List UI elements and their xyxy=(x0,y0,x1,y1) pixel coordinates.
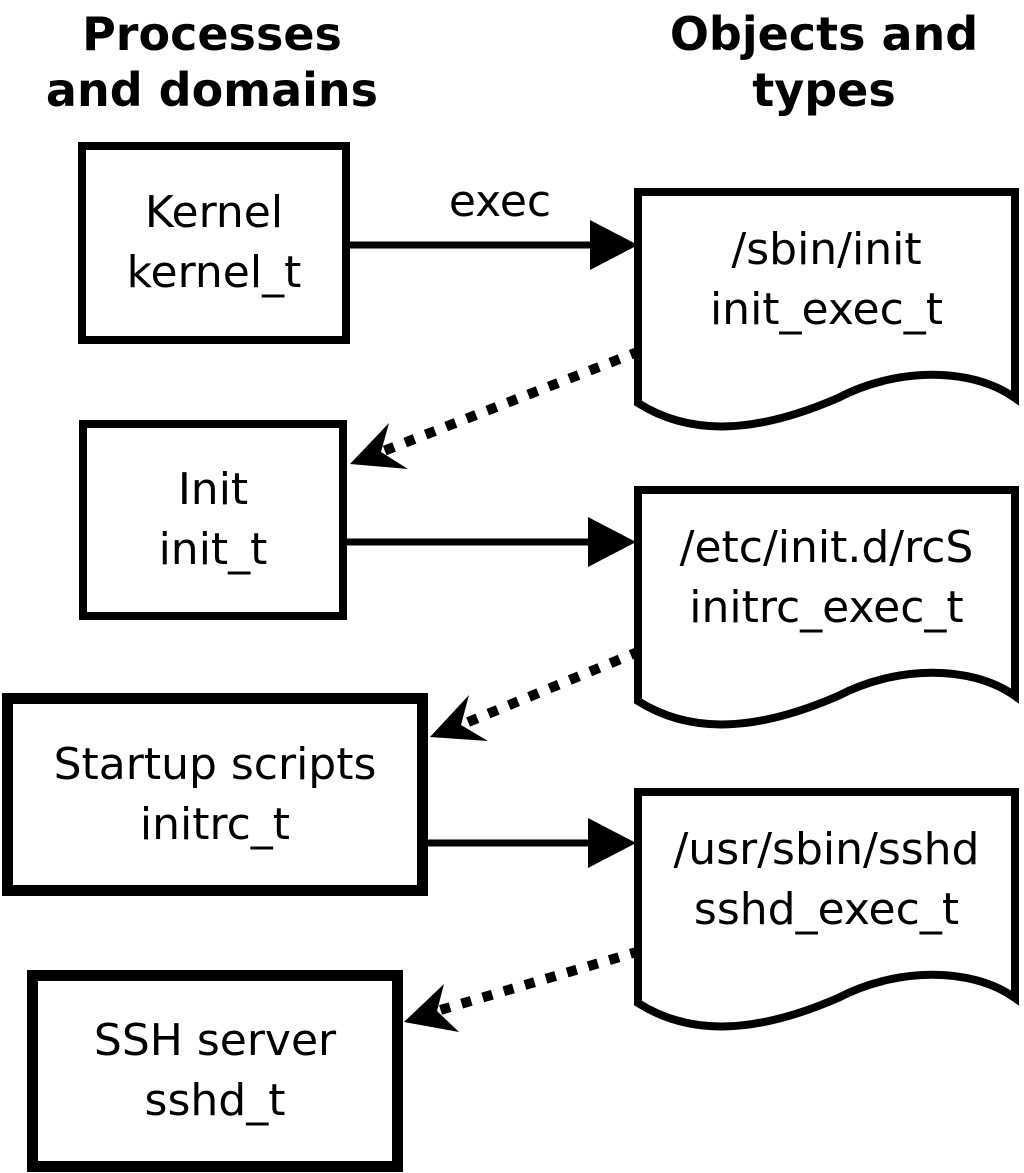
process-box-kernel: Kernel kernel_t xyxy=(78,142,350,344)
transition-arrowhead xyxy=(404,984,459,1032)
exec-arrow-initrc-to-sshd xyxy=(428,818,636,868)
transition-arrow-sshd-exec-to-sshd xyxy=(404,946,642,1032)
transition-arrowhead xyxy=(350,423,408,469)
process-box-kernel-label: Kernel kernel_t xyxy=(126,187,302,298)
transition-arrow-shaft xyxy=(379,346,642,457)
object-doc-label-sbin-init: /sbin/init init_exec_t xyxy=(709,224,944,335)
exec-arrowhead xyxy=(588,517,636,567)
document-shape-etc-initd-rcs xyxy=(634,486,1019,729)
object-doc-label-etc-initd-rcs: /etc/init.d/rcS initrc_exec_t xyxy=(679,522,974,633)
column-header-objects: Objects and types xyxy=(669,7,979,118)
document-shape-usr-sbin-sshd xyxy=(634,788,1019,1031)
process-box-startup-scripts: Startup scripts initrc_t xyxy=(2,693,428,896)
exec-arrow-label: exec xyxy=(448,176,552,227)
document-shape-sbin-init xyxy=(634,188,1019,431)
object-doc-label-usr-sbin-sshd: /usr/sbin/sshd sshd_exec_t xyxy=(673,824,980,935)
transition-arrow-shaft xyxy=(459,646,642,730)
exec-arrow-init-to-rcs xyxy=(347,517,636,567)
process-box-ssh-server: SSH server sshd_t xyxy=(27,970,403,1172)
exec-arrowhead xyxy=(590,220,638,270)
exec-arrow-kernel-to-sbin-init xyxy=(349,220,638,270)
transition-arrowhead xyxy=(430,695,488,741)
transition-arrow-sbin-init-to-init xyxy=(350,346,642,469)
exec-arrowhead xyxy=(588,818,636,868)
process-box-startup-scripts-label: Startup scripts initrc_t xyxy=(53,738,377,850)
process-box-init-label: Init init_t xyxy=(158,464,268,575)
process-box-init: Init init_t xyxy=(79,420,347,620)
process-box-ssh-server-label: SSH server sshd_t xyxy=(93,1015,337,1126)
transition-arrow-rcs-to-initrc xyxy=(430,646,642,741)
transition-arrow-shaft xyxy=(435,946,642,1016)
column-header-processes: Processes and domains xyxy=(45,7,379,118)
